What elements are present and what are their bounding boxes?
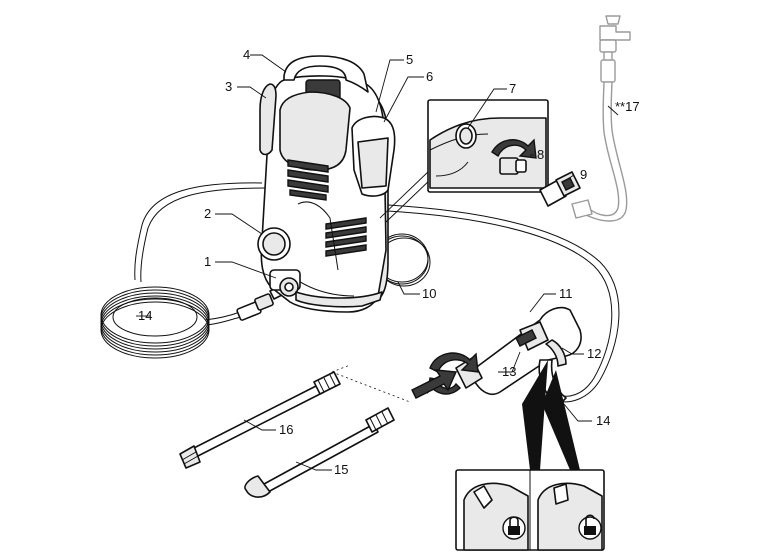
label-14-coil: 14 <box>138 308 152 323</box>
lock-panel-left <box>463 482 529 551</box>
label-5: 5 <box>406 52 413 67</box>
label-13: 13 <box>502 364 516 379</box>
lock-panel-right <box>537 482 603 551</box>
assembly-guide-line <box>331 364 411 403</box>
lock-icon <box>502 516 526 540</box>
label-15: 15 <box>334 462 348 477</box>
label-4: 4 <box>243 47 250 62</box>
label-10: 10 <box>422 286 436 301</box>
part-labels: 4 3 5 6 7 8 9 **17 2 1 10 14 11 12 13 14… <box>138 47 640 477</box>
leader-lines <box>136 54 619 471</box>
spray-lance-15 <box>244 407 395 498</box>
on-off-switch <box>257 227 291 261</box>
label-17: **17 <box>615 99 640 114</box>
hose-adapter <box>499 157 527 175</box>
water-tap-icon <box>599 15 631 53</box>
water-supply-hose <box>571 15 631 222</box>
label-12: 12 <box>587 346 601 361</box>
inlet-fitting <box>455 123 477 149</box>
water-inlet-detail <box>379 99 549 223</box>
label-6: 6 <box>426 69 433 84</box>
label-16: 16 <box>279 422 293 437</box>
label-7: 7 <box>509 81 516 96</box>
trigger-lock-detail <box>455 360 605 551</box>
label-1: 1 <box>204 254 211 269</box>
label-9: 9 <box>580 167 587 182</box>
hose-adapter-9 <box>539 171 581 207</box>
label-8: 8 <box>537 147 544 162</box>
insert-arrow-icon <box>411 369 458 399</box>
unlock-icon <box>578 514 602 540</box>
high-pressure-outlet <box>269 269 301 297</box>
label-3: 3 <box>225 79 232 94</box>
hose-coil <box>100 286 242 359</box>
spray-lance-16 <box>179 371 341 469</box>
label-11: 11 <box>559 286 573 301</box>
label-14-hose: 14 <box>596 413 610 428</box>
rotate-arrow-icon <box>491 138 537 159</box>
side-vents <box>325 217 367 257</box>
high-pressure-hose <box>134 182 620 403</box>
label-2: 2 <box>204 206 211 221</box>
pressure-washer-unit <box>257 55 396 313</box>
vent-grille <box>287 159 329 201</box>
